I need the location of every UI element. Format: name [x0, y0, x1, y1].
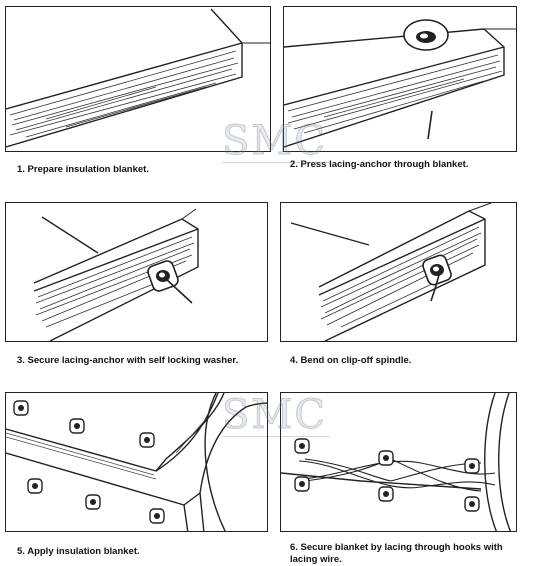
- step-1-illustration: [5, 6, 271, 152]
- smc-watermark: SMC: [222, 118, 327, 165]
- step-5-illustration: [5, 392, 268, 532]
- step-2-caption: 2. Press lacing-anchor through blanket.: [290, 159, 469, 170]
- self-locking-washer-icon: [147, 260, 193, 304]
- clip-off-spindle-icon: [422, 254, 452, 302]
- step-5-caption: 5. Apply insulation blanket.: [17, 546, 140, 557]
- step-4-caption: 4. Bend on clip-off spindle.: [290, 355, 412, 366]
- step-3-illustration: [5, 202, 268, 342]
- step-4-illustration: [280, 202, 517, 342]
- step-6-caption: 6. Secure blanket by lacing through hook…: [290, 542, 503, 565]
- step-3-caption: 3. Secure lacing-anchor with self lockin…: [17, 355, 239, 366]
- watermark-rule: [222, 162, 330, 163]
- step-6-illustration: [280, 392, 517, 532]
- smc-watermark: SMC: [222, 392, 327, 439]
- step-1-caption: 1. Prepare insulation blanket.: [17, 164, 149, 175]
- lacing-anchor-icon: [403, 19, 449, 140]
- watermark-rule: [222, 436, 330, 437]
- step-2-illustration: [283, 6, 517, 152]
